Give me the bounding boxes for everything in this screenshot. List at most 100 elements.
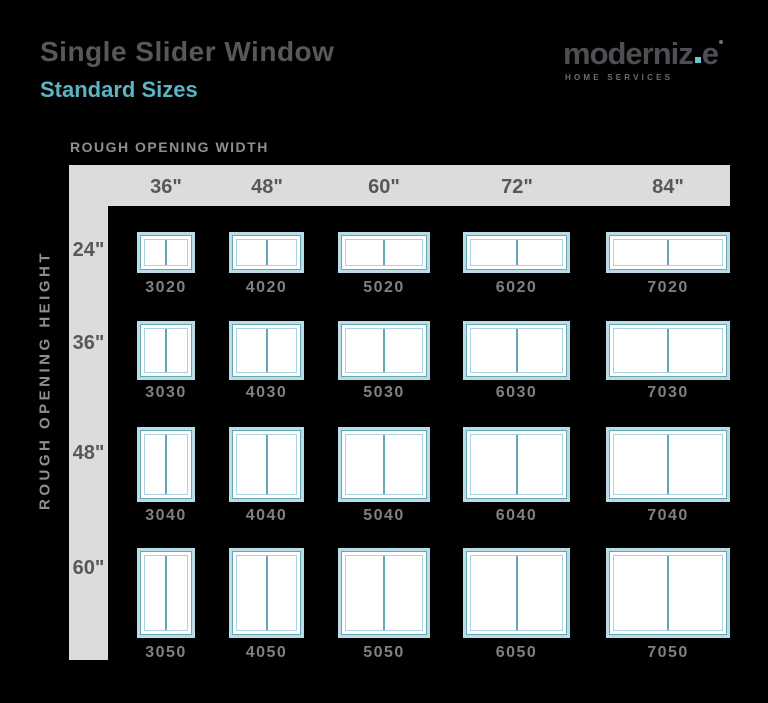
window-pane-right [383,329,422,372]
window-frame [141,431,191,498]
logo-house-e-glyph: e [701,36,719,71]
window-5030 [338,321,430,380]
window-glass [345,328,423,373]
window-glass [345,555,423,631]
size-code: 7050 [647,644,689,661]
window-frame [342,431,426,498]
window-pane-right [265,329,296,372]
window-glass [470,239,563,266]
window-3040 [137,427,195,502]
window-pane-left [145,240,165,265]
window-glass [613,328,723,373]
window-glass [613,239,723,266]
window-pane-right [667,435,722,494]
width-label-60: 60" [368,176,400,198]
window-pane-left [471,329,516,372]
size-code: 3030 [145,384,187,401]
size-code: 4040 [245,507,288,524]
window-glass [236,555,297,631]
window-glass [144,555,188,631]
window-pane-left [471,556,516,630]
window-pane-left [346,556,383,630]
window-pane-right [165,556,187,630]
window-4050 [229,548,304,638]
logo-teal-square-icon [694,57,701,63]
window-3030 [137,321,195,380]
window-3020 [137,232,195,273]
window-frame [233,236,300,269]
window-pane-left [237,435,266,494]
window-pane-right [265,435,296,494]
window-6040 [463,427,570,502]
window-pane-right [265,556,296,630]
size-code: 5030 [363,384,405,401]
size-code: 6040 [495,507,538,524]
window-pane-right [515,435,562,494]
window-pane-right [515,329,562,372]
window-pane-right [383,435,422,494]
window-4040 [229,427,304,502]
window-pane-right [667,329,722,372]
window-glass [144,434,188,495]
width-label-36: 36" [150,176,182,198]
size-code: 7030 [647,384,689,401]
size-code: 4050 [245,644,288,661]
size-code: 5040 [363,507,405,524]
size-code: 5050 [363,644,405,661]
window-pane-left [145,556,165,630]
window-frame [610,431,726,498]
window-pane-left [614,556,667,630]
window-frame [342,236,426,269]
window-pane-right [667,556,722,630]
size-code: 6020 [495,279,538,296]
size-code: 3040 [145,507,187,524]
window-pane-left [145,329,165,372]
window-4030 [229,321,304,380]
logo-tagline: HOME SERVICES [565,73,674,82]
window-7030 [606,321,730,380]
window-frame [233,431,300,498]
window-frame [233,552,300,634]
window-pane-right [667,240,722,265]
window-frame [467,552,566,634]
height-header-band [69,165,108,660]
window-glass [470,328,563,373]
window-6020 [463,232,570,273]
window-pane-right [515,240,562,265]
window-frame [467,236,566,269]
window-pane-right [383,240,422,265]
window-5050 [338,548,430,638]
window-pane-left [614,329,667,372]
window-glass [144,328,188,373]
height-axis-title: ROUGH OPENING HEIGHT [36,249,54,511]
window-frame [610,236,726,269]
page-subtitle: Standard Sizes [40,77,198,102]
page-title: Single Slider Window [40,36,335,67]
size-code: 3050 [145,644,187,661]
window-glass [236,434,297,495]
width-label-48: 48" [251,176,283,198]
window-frame [467,431,566,498]
height-label-24: 24" [72,239,105,261]
window-pane-left [471,240,516,265]
window-glass [345,239,423,266]
window-pane-right [165,240,187,265]
window-glass [470,434,563,495]
size-code: 5020 [363,279,405,296]
window-5020 [338,232,430,273]
window-pane-right [515,556,562,630]
window-pane-left [237,329,266,372]
window-pane-left [614,240,667,265]
window-pane-left [346,435,383,494]
window-pane-left [237,240,266,265]
logo-wordmark-prefix: moderniz [563,36,694,71]
window-frame [141,552,191,634]
height-label-36: 36" [72,332,105,354]
window-frame [342,552,426,634]
window-6050 [463,548,570,638]
window-7050 [606,548,730,638]
size-code: 3020 [145,279,187,296]
window-glass [613,434,723,495]
